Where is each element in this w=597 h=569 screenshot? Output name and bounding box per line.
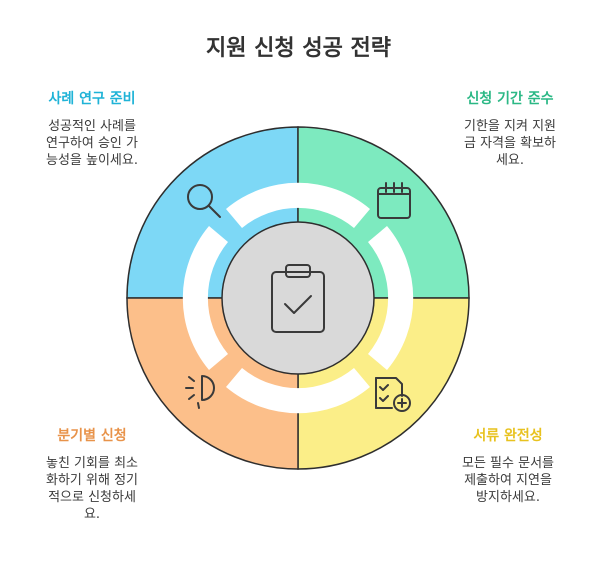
section-heading: 사례 연구 준비 bbox=[48, 91, 136, 107]
calendar-icon bbox=[377, 182, 411, 219]
clipboard-check-icon bbox=[271, 264, 325, 333]
section-top-left: 사례 연구 준비 성공적인 사례를 연구하여 승인 가 능성을 높이세요. bbox=[12, 88, 172, 169]
section-top-right: 신청 기간 준수 기한을 지켜 지원 금 자격을 확보하 세요. bbox=[430, 88, 590, 169]
section-bottom-right: 서류 완전성 모든 필수 문서를 제출하여 지연을 방지하세요. bbox=[428, 425, 588, 506]
section-heading: 서류 완전성 bbox=[473, 428, 543, 444]
section-description: 놓친 기회를 최소 화하기 위해 정기 적으로 신청하세 요. bbox=[46, 456, 138, 522]
timer-icon bbox=[185, 375, 215, 409]
section-heading: 신청 기간 준수 bbox=[466, 91, 554, 107]
section-description: 모든 필수 문서를 제출하여 지연을 방지하세요. bbox=[462, 456, 554, 505]
section-bottom-left: 분기별 신청 놓친 기회를 최소 화하기 위해 정기 적으로 신청하세 요. bbox=[12, 425, 172, 523]
center-hub bbox=[221, 221, 375, 375]
document-add-icon bbox=[375, 377, 411, 412]
section-description: 기한을 지켜 지원 금 자격을 확보하 세요. bbox=[464, 119, 556, 168]
section-description: 성공적인 사례를 연구하여 승인 가 능성을 높이세요. bbox=[46, 119, 138, 168]
white-ring bbox=[182, 182, 414, 414]
page-title: 지원 신청 성공 전략 bbox=[206, 36, 391, 61]
section-heading: 분기별 신청 bbox=[57, 428, 127, 444]
magnifier-icon bbox=[187, 184, 221, 218]
